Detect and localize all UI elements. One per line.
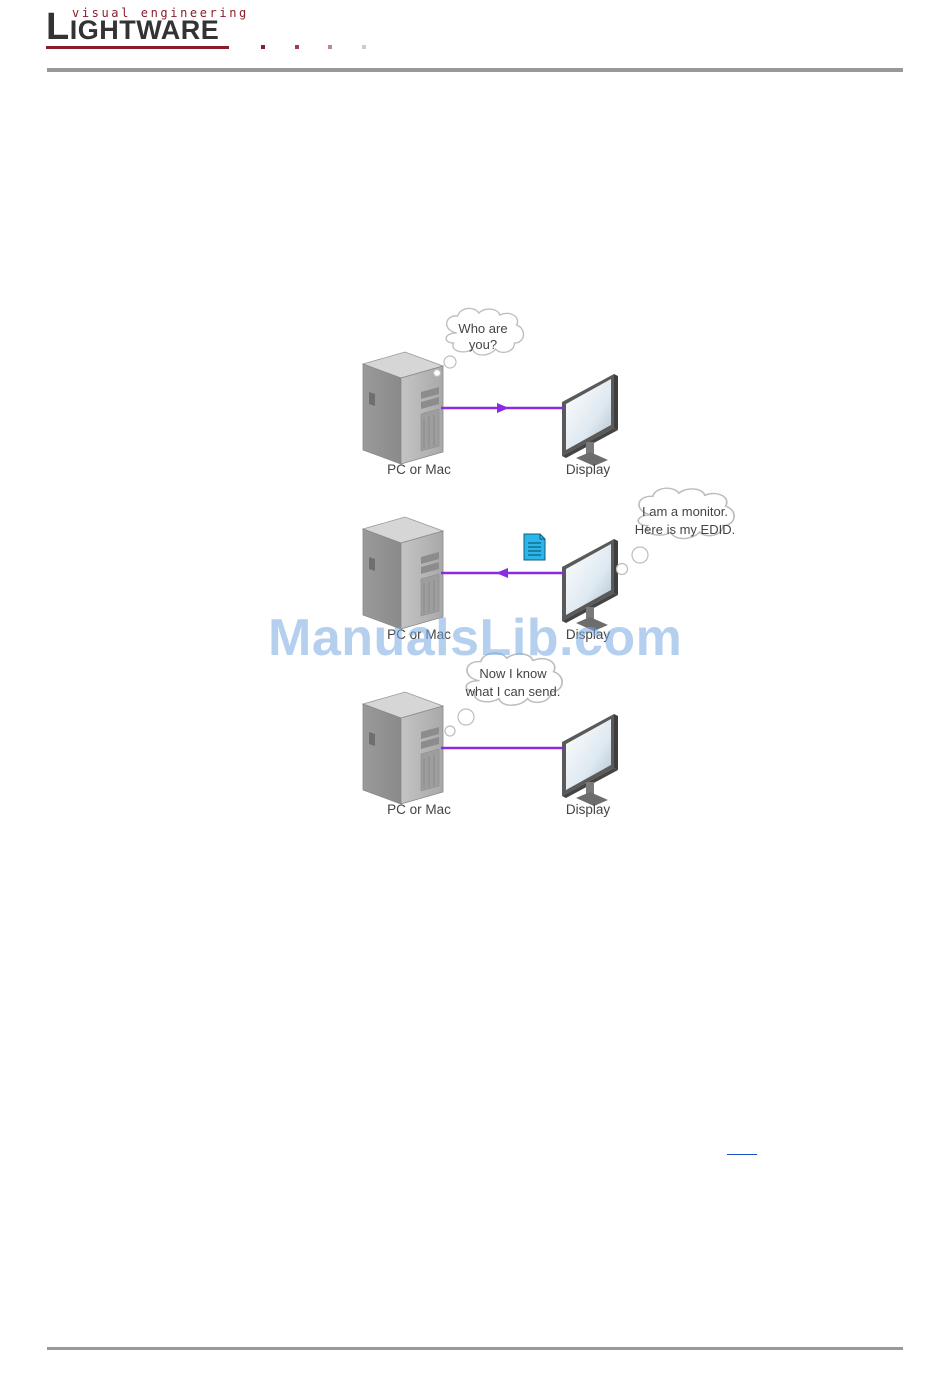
source-label: PC or Mac bbox=[387, 462, 451, 477]
bubble-line-2: what I can send. bbox=[465, 684, 561, 699]
arrow-right-icon bbox=[497, 403, 509, 413]
edid-document-icon bbox=[524, 534, 545, 560]
diagram-step-1: Who are you? PC or Mac Display bbox=[363, 308, 618, 477]
bubble-line-1: I am a monitor. bbox=[642, 504, 728, 519]
display-monitor-icon bbox=[562, 714, 618, 806]
footer-rule bbox=[47, 1347, 903, 1350]
watermark: ManualsLib.com bbox=[268, 608, 682, 668]
bubble-line-1: Who are bbox=[458, 321, 507, 336]
bubble-line-1: Now I know bbox=[479, 666, 547, 681]
sink-label: Display bbox=[566, 462, 611, 477]
pc-tower-icon bbox=[363, 692, 443, 804]
pc-tower-icon bbox=[363, 352, 443, 464]
page-reference-link[interactable] bbox=[727, 1136, 757, 1155]
sink-label: Display bbox=[566, 802, 611, 817]
display-monitor-icon bbox=[562, 374, 618, 466]
diagram-step-3: Now I know what I can send. PC or Mac Di… bbox=[363, 653, 618, 817]
source-label: PC or Mac bbox=[387, 802, 451, 817]
arrow-left-icon bbox=[496, 568, 508, 578]
bubble-line-2: you? bbox=[469, 337, 497, 352]
bubble-line-2: Here is my EDID. bbox=[635, 522, 735, 537]
